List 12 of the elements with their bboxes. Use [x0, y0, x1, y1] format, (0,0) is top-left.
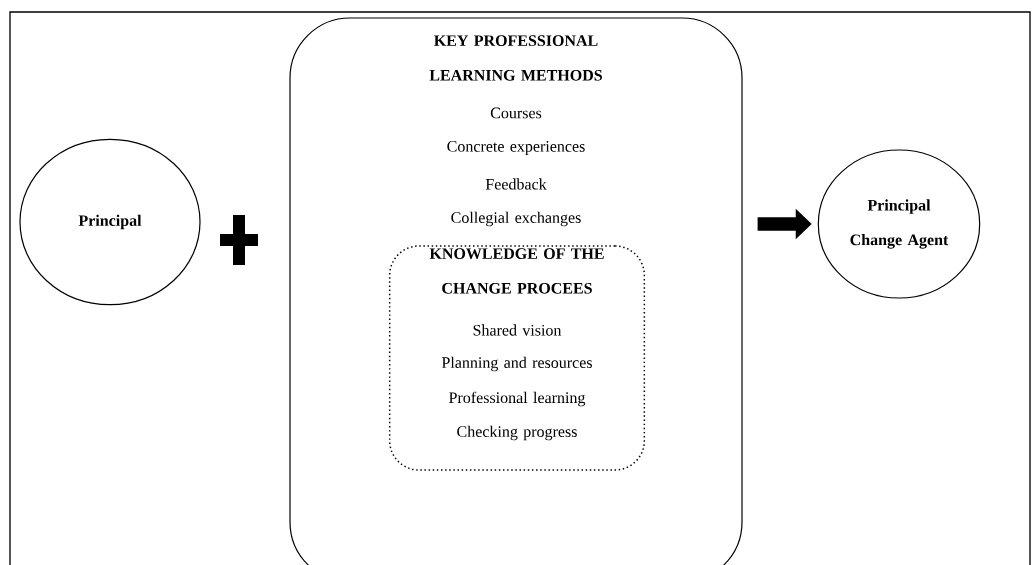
list-item: Shared vision	[473, 324, 562, 336]
list-item: Checking progress	[457, 425, 577, 441]
list-item: Feedback	[485, 178, 547, 190]
list-item: Courses	[490, 107, 542, 119]
list-item: Concrete experiences	[447, 141, 585, 155]
list-item: Collegial exchanges	[451, 211, 581, 227]
heading: KNOWLEDGE OF THE CHANGE PROCEES	[429, 248, 604, 294]
list-item: Professional learning	[449, 391, 586, 407]
heading: KEY PROFESSIONAL LEARNING METHODS	[429, 35, 602, 81]
list-item: Planning and resources	[441, 356, 592, 372]
node-label: Principal Change Agent	[850, 199, 949, 249]
node-label: Principal	[78, 214, 142, 230]
